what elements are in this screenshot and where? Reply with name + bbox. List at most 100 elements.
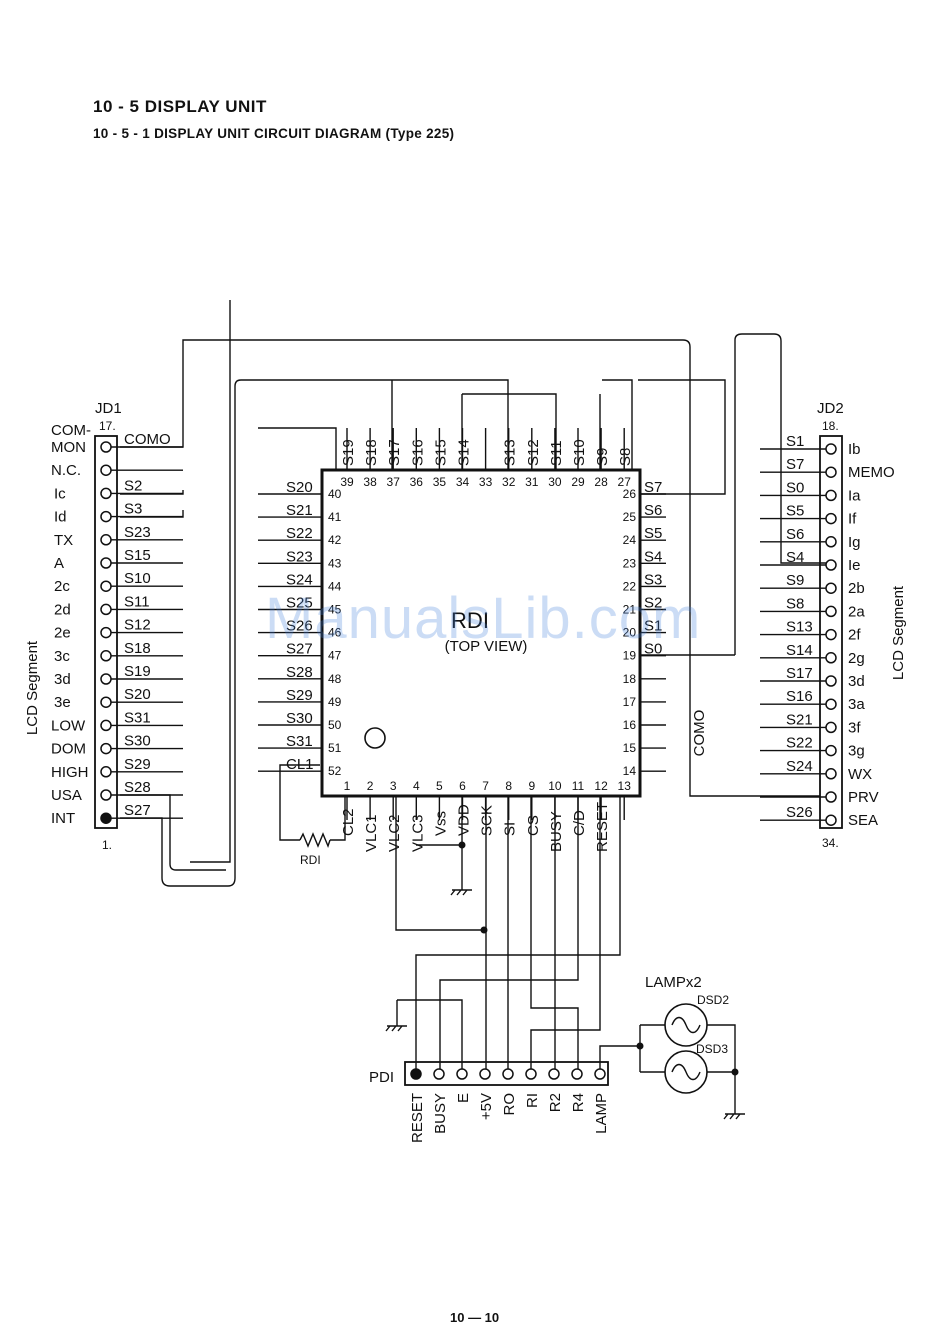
jd1-pin-label: TX (54, 532, 73, 549)
jd2-pin-signal: S5 (786, 503, 804, 520)
resistor-label: RDI (300, 853, 321, 867)
pd1-pin-contact (525, 1068, 537, 1080)
ic-pin-number: 27 (618, 475, 632, 489)
ic-pin-number: 42 (328, 533, 342, 547)
pd1-pin-label: R4 (570, 1093, 587, 1112)
pd1-pin-contact (548, 1068, 560, 1080)
wiring (120, 300, 826, 1108)
jd2-pin-label: Ig (848, 534, 861, 551)
jd1-pin-label: A (54, 555, 64, 572)
jd2-pin-signal: S7 (786, 456, 804, 473)
jd1-pin-contact (100, 742, 112, 755)
jd1-pin-signal: S19 (124, 663, 151, 680)
ic-pin-signal: C/D (571, 810, 588, 836)
ic-pin-signal: S5 (644, 525, 662, 542)
jd2-pin-label: 2g (848, 650, 865, 667)
ic-pin-number: 23 (623, 556, 637, 570)
jd1-pin-label: 2d (54, 601, 71, 618)
ic-pin-number: 52 (328, 764, 342, 778)
ic-pin-signal: S31 (286, 733, 313, 750)
jd1-pin-signal: S29 (124, 756, 151, 773)
jd1-pin-signal: S10 (124, 570, 151, 587)
ic-pin-number: 7 (482, 779, 489, 793)
jd1-pin-contact (100, 650, 112, 662)
ic-pin-number: 14 (623, 764, 637, 778)
pd1-pin-contact (571, 1068, 583, 1080)
jd1-side-label: LCD Segment (24, 640, 41, 735)
pd1-pin-label: BUSY (432, 1093, 449, 1134)
ic-pin-signal: S4 (644, 548, 662, 565)
ic-pin-signal: S30 (286, 710, 313, 727)
pd1-pin-label: R2 (547, 1093, 564, 1112)
ic-pin-number: 33 (479, 475, 493, 489)
jd1-pin-label: 3d (54, 671, 71, 688)
jd1-pin-label: HIGH (51, 764, 89, 781)
jd2-pin-signal: S16 (786, 688, 813, 705)
jd2-pin-signal: S26 (786, 804, 813, 821)
lamp-dsd2-icon (664, 1003, 708, 1047)
jd2-pin-signal: S4 (786, 549, 804, 566)
ic-pin-number: 8 (505, 779, 512, 793)
ic-pin-number: 38 (363, 475, 377, 489)
pd1-pin-contact (594, 1068, 606, 1080)
ic-pin-number: 37 (387, 475, 401, 489)
ic-pin-number: 51 (328, 741, 342, 755)
jd2-pin-contact (825, 814, 837, 826)
ic-pin-number: 29 (571, 475, 585, 489)
ic-pin-signal: S21 (286, 502, 313, 519)
ic-pin-signal: S2 (644, 595, 662, 612)
junction-dot (480, 926, 488, 934)
ic-pin-signal: S16 (409, 439, 426, 466)
ic-pin-signal: S27 (286, 641, 313, 658)
jd1-pin-contact (100, 603, 112, 616)
ic-pin-number: 49 (328, 695, 342, 709)
jd1-pin-contact (100, 696, 112, 708)
lamp-label-dsd3: DSD3 (696, 1042, 728, 1056)
ic-pin-signal: VDD (456, 804, 473, 836)
jd2-pin-signal: S8 (786, 595, 804, 612)
ic-pin-signal: CS (525, 815, 542, 836)
resistor-symbol (299, 832, 331, 848)
ic-pin-signal: SCK (479, 805, 496, 836)
jd1-pin-contact (100, 719, 112, 732)
jd2-pin-signal: S9 (786, 572, 804, 589)
jd2-name: JD2 (817, 400, 844, 417)
junction-dot (731, 1068, 739, 1076)
lamp-dsd3-icon (664, 1050, 708, 1094)
jd2-pin-label: MEMO (848, 464, 895, 481)
jd1-pin-contact (100, 673, 112, 685)
ic-pin-number: 34 (456, 475, 470, 489)
jd2-top-index: 18. (822, 419, 839, 433)
jd1-pin-signal: S20 (124, 686, 151, 703)
jd1-pin-label: MON (51, 439, 86, 456)
ic-pin-signal: S18 (363, 439, 380, 466)
ic-pin-number: 12 (594, 779, 608, 793)
jd2-pin-label: 2b (848, 580, 865, 597)
jd2-pin-contact (825, 652, 837, 664)
pd1-pin-label: E (455, 1093, 472, 1103)
ic-pin-number: 6 (459, 779, 466, 793)
ic-pin-signal: VLC2 (386, 814, 403, 852)
jd2-connector-body (819, 435, 843, 829)
ground-symbol (385, 1022, 407, 1032)
ic-pin-number: 15 (623, 741, 637, 755)
ic-pin-signal: VLC3 (409, 814, 426, 852)
jd2-pin-signal: S24 (786, 758, 813, 775)
jd1-pin-signal: S18 (124, 640, 151, 657)
ic-pin-number: 48 (328, 672, 342, 686)
jd1-pin-contact (100, 766, 112, 778)
jd1-pin-contact (100, 534, 112, 546)
jd1-pin-signal: S15 (124, 547, 151, 564)
pd1-connector-body (404, 1061, 609, 1086)
jd2-pin-contact (825, 628, 837, 641)
pd1-pin-label: LAMP (593, 1093, 610, 1134)
ic-pin-number: 36 (410, 475, 424, 489)
ic-pin-signal: RESET (594, 802, 611, 852)
jd1-pin-signal: S23 (124, 524, 151, 541)
pd1-pin-contact (456, 1068, 468, 1080)
jd2-pin-contact (825, 768, 837, 780)
ic-pin-signal: S8 (617, 448, 634, 466)
jd2-pin-contact (825, 536, 837, 548)
